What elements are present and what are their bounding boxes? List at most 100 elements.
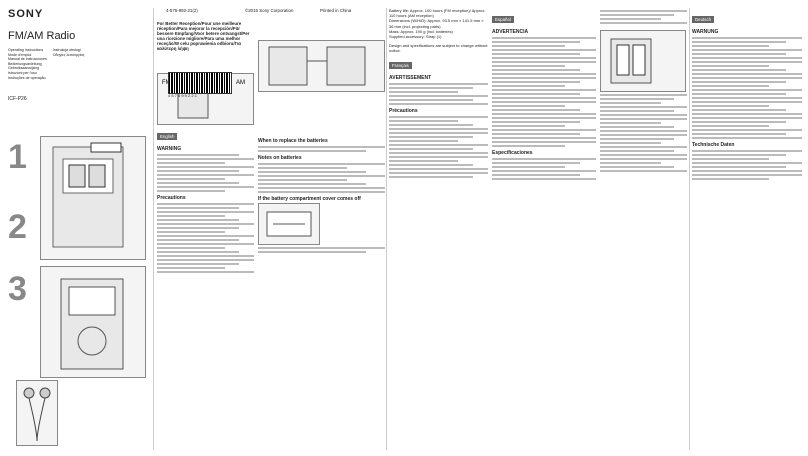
text-line [600, 14, 674, 16]
svg-text:AM: AM [236, 80, 245, 86]
accessory-spec: Supplied accessory: Strap (1) [389, 34, 442, 40]
text-line [389, 151, 488, 154]
lang-item: Mode d'emploi [8, 52, 32, 57]
text-line [492, 93, 581, 95]
language-list-right: Instrukcja obsługi Οδηγίες λειτουργίας [53, 48, 85, 80]
text-line [492, 105, 565, 107]
text-line [492, 145, 565, 147]
text-line [389, 139, 459, 142]
notes-batteries-heading: Notes on batteries [258, 155, 302, 161]
text-line [692, 178, 769, 180]
text-line [492, 85, 565, 87]
mass-spec: Mass: Approx. 190 g (incl. batteries) [389, 28, 453, 34]
text-line [600, 146, 687, 148]
text-line [692, 158, 769, 160]
text-line [600, 10, 687, 12]
text-line [492, 37, 596, 39]
text-line [692, 61, 802, 63]
text-line [389, 127, 488, 130]
svg-text:FM: FM [162, 80, 171, 86]
model-number: ICF-P26 [8, 96, 27, 103]
text-line [157, 190, 225, 192]
language-list-left: Operating Instructions Mode d'emploi Man… [8, 48, 47, 80]
text-line [492, 57, 596, 59]
text-line [692, 150, 802, 152]
design-note: Design and specifications are subject to… [389, 43, 488, 54]
step-number: 1 [8, 138, 27, 176]
text-line [389, 94, 488, 97]
text-line [389, 175, 474, 178]
battery-insertion-illustration [40, 136, 146, 260]
text-line [600, 166, 674, 168]
text-line [600, 98, 674, 100]
precautions-fr-heading: Précautions [389, 107, 418, 114]
lang-item: Gebruiksaanwijzing [8, 66, 40, 71]
barcode [168, 72, 232, 94]
lang-item: Οδηγίες λειτουργίας [52, 52, 85, 57]
when-replace-heading: When to replace the batteries [258, 138, 328, 144]
text-line [389, 167, 488, 170]
text-line [157, 219, 240, 221]
text-line [692, 174, 802, 176]
text-line [692, 125, 769, 127]
specs-column: Battery life: Approx. 100 hours (FM rece… [389, 8, 488, 450]
text-line [600, 126, 674, 128]
text-line [389, 159, 459, 162]
text-line [258, 146, 385, 148]
text-line [692, 77, 802, 79]
step-number: 3 [8, 270, 27, 308]
text-line [492, 133, 581, 135]
espanol-column-2 [600, 8, 687, 450]
text-line [492, 65, 565, 67]
column-separator [386, 8, 387, 450]
text-line [389, 171, 488, 174]
text-line [492, 129, 596, 131]
text-line [492, 162, 581, 164]
espanol-column: Español ADVERTENCIA Especificaciones [492, 8, 596, 450]
text-line [692, 69, 786, 71]
copyright-text: ©2015 Sony Corporation [245, 8, 294, 13]
text-line [692, 97, 802, 99]
text-line [157, 162, 225, 164]
section-deutsch: Deutsch [692, 16, 715, 23]
text-line [692, 53, 786, 55]
text-line [492, 97, 596, 99]
text-line [389, 86, 474, 89]
text-line [258, 183, 366, 185]
step-number: 2 [8, 208, 27, 246]
text-line [692, 101, 802, 103]
text-line [600, 102, 661, 104]
text-line [492, 53, 581, 55]
text-line [600, 114, 687, 116]
text-line [157, 207, 240, 209]
column-separator [153, 8, 154, 450]
warning-heading: WARNING [157, 146, 182, 152]
text-line [492, 178, 596, 180]
text-line [492, 49, 596, 51]
text-line [692, 109, 786, 111]
text-line [157, 247, 225, 249]
text-line [157, 235, 254, 237]
text-line [258, 163, 385, 165]
text-line [258, 175, 385, 177]
text-line [492, 41, 581, 43]
text-line [492, 174, 581, 176]
text-line [492, 141, 596, 143]
part-number: 4-575-992-21(2) [166, 8, 198, 13]
text-line [157, 166, 254, 168]
text-line [600, 170, 687, 172]
headphones-illustration [16, 380, 58, 446]
text-line [692, 170, 802, 172]
precautions-heading: Precautions [157, 195, 186, 201]
text-line [492, 77, 596, 79]
text-line [389, 90, 459, 93]
text-line [157, 259, 254, 261]
text-line [157, 174, 254, 176]
text-line [157, 186, 254, 188]
text-line [157, 239, 240, 241]
text-line [157, 215, 225, 217]
text-line [492, 158, 596, 160]
text-line [492, 69, 581, 71]
battery-compartment-illustration [600, 30, 686, 92]
